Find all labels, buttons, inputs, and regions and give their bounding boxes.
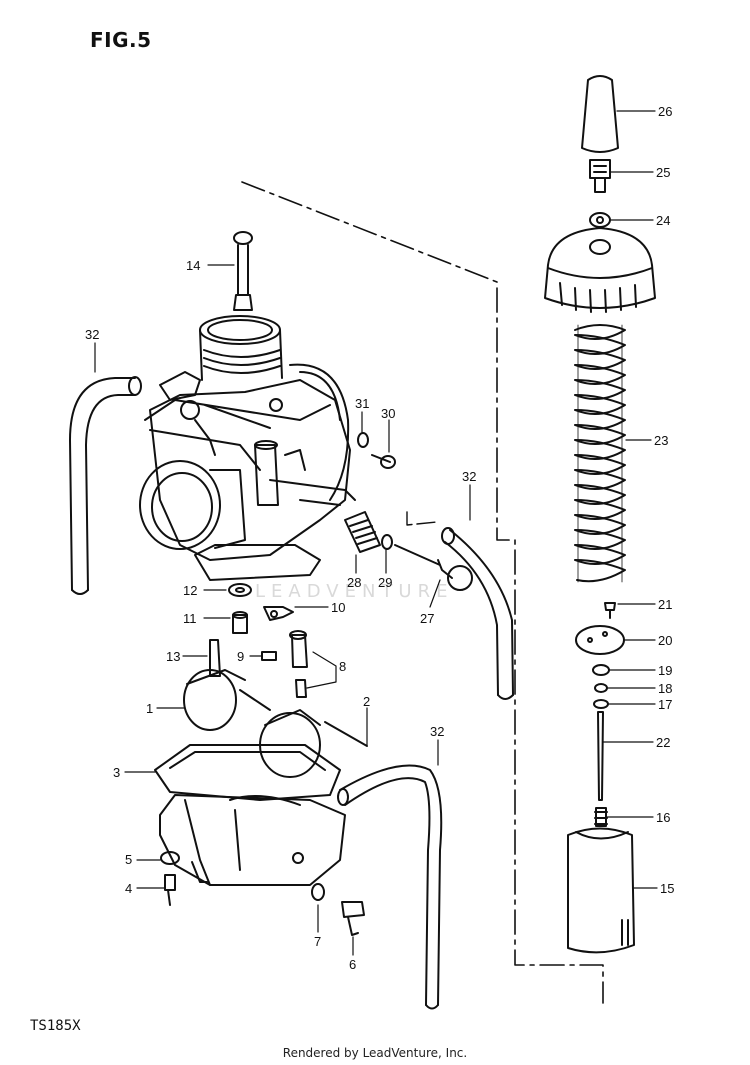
watermark: LEADVENTURE bbox=[255, 581, 454, 602]
callout-20: 20 bbox=[658, 633, 672, 648]
callout-31: 31 bbox=[355, 396, 369, 411]
callout-1: 1 bbox=[146, 701, 153, 716]
callout-29: 29 bbox=[378, 575, 392, 590]
callout-15: 15 bbox=[660, 881, 674, 896]
figure-title: FIG.5 bbox=[90, 28, 152, 52]
callout-25: 25 bbox=[656, 165, 670, 180]
parts-30-31-screw-washer bbox=[357, 432, 396, 469]
footer-credit: Rendered by LeadVenture, Inc. bbox=[282, 1046, 468, 1060]
float-bowl-assembly bbox=[154, 669, 368, 886]
model-code: TS185X bbox=[30, 1018, 81, 1034]
callout-22: 22 bbox=[656, 735, 670, 750]
carburetor-body bbox=[139, 315, 356, 581]
callout-9: 9 bbox=[237, 649, 244, 664]
callout-2: 2 bbox=[363, 694, 370, 709]
callout-30: 30 bbox=[381, 406, 395, 421]
assembly-guide-line-short bbox=[406, 511, 438, 526]
leader-lines bbox=[94, 110, 658, 956]
callout-18: 18 bbox=[658, 681, 672, 696]
callout-14: 14 bbox=[186, 258, 200, 273]
parts-28-29-27-idle-screw bbox=[344, 511, 473, 591]
callout-labels: 1 2 3 4 5 6 7 8 9 10 11 12 13 14 15 16 1… bbox=[85, 104, 674, 972]
callout-6: 6 bbox=[349, 957, 356, 972]
callout-5: 5 bbox=[125, 852, 132, 867]
callout-28: 28 bbox=[347, 575, 361, 590]
callout-17: 17 bbox=[658, 697, 672, 712]
callout-13: 13 bbox=[166, 649, 180, 664]
callout-27: 27 bbox=[420, 611, 434, 626]
callout-32-bottom: 32 bbox=[430, 724, 444, 739]
callout-12: 12 bbox=[183, 583, 197, 598]
callout-23: 23 bbox=[654, 433, 668, 448]
slide-assembly bbox=[544, 75, 656, 954]
vent-hoses bbox=[69, 376, 514, 1010]
callout-4: 4 bbox=[125, 881, 132, 896]
spring-coil bbox=[574, 324, 626, 583]
assembly-guide-line bbox=[241, 181, 604, 1004]
callout-7: 7 bbox=[314, 934, 321, 949]
callout-11: 11 bbox=[183, 611, 197, 626]
bowl-screws-and-plug bbox=[160, 851, 365, 936]
callout-8: 8 bbox=[339, 659, 346, 674]
callout-3: 3 bbox=[113, 765, 120, 780]
part-14-screw bbox=[233, 231, 253, 311]
callout-19: 19 bbox=[658, 663, 672, 678]
callout-32-left: 32 bbox=[85, 327, 99, 342]
callout-21: 21 bbox=[658, 597, 672, 612]
callout-24: 24 bbox=[656, 213, 670, 228]
callout-32-middle: 32 bbox=[462, 469, 476, 484]
callout-16: 16 bbox=[656, 810, 670, 825]
callout-26: 26 bbox=[658, 104, 672, 119]
jet-and-fitting-parts bbox=[209, 583, 308, 698]
callout-10: 10 bbox=[331, 600, 345, 615]
